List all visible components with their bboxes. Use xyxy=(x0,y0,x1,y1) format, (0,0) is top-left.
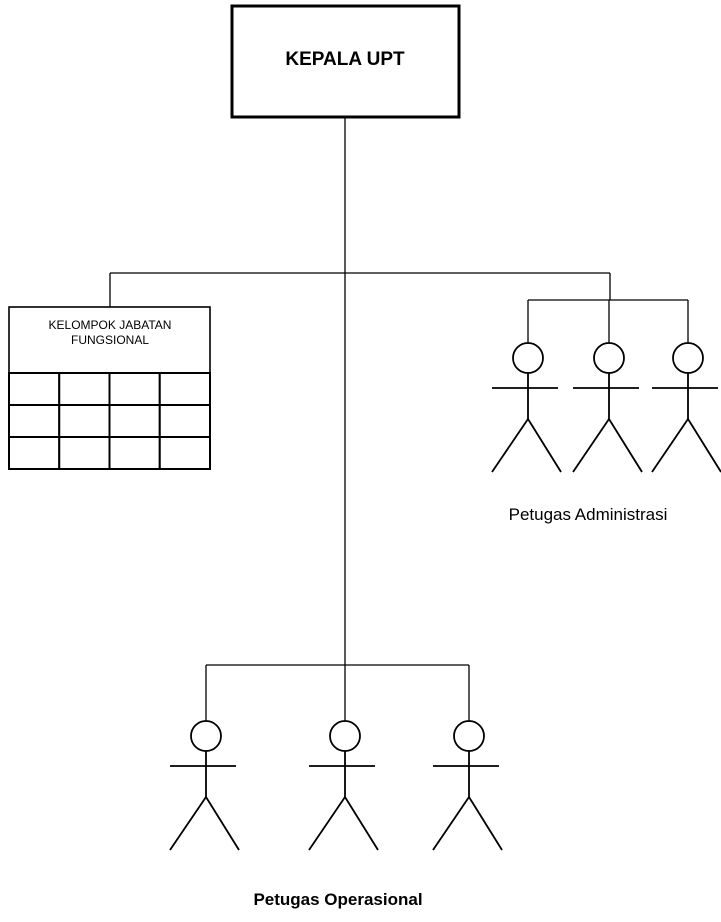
person-left-leg xyxy=(651,418,689,473)
grid-cell xyxy=(158,372,211,406)
functional-group-node: KELOMPOK JABATAN FUNGSIONAL xyxy=(8,306,211,470)
grid-cell xyxy=(108,404,161,438)
head-title: KEPALA UPT xyxy=(285,49,405,70)
ops-group-label: Petugas Operasional xyxy=(253,890,422,909)
connectors xyxy=(109,117,689,721)
person-icon xyxy=(491,342,562,473)
person-right-leg xyxy=(468,796,503,851)
grid-cell xyxy=(58,404,111,438)
person-left-leg xyxy=(491,418,529,473)
person-icon xyxy=(169,720,240,851)
head-box xyxy=(230,4,461,119)
person-icon xyxy=(572,342,643,473)
person-right-leg xyxy=(687,418,721,473)
person-right-leg xyxy=(527,418,562,473)
person-head xyxy=(512,342,544,374)
ops-staff-figures xyxy=(169,720,503,851)
person-head xyxy=(593,342,625,374)
person-left-leg xyxy=(169,796,207,851)
person-head xyxy=(329,720,361,752)
admin-group-label: Petugas Administrasi xyxy=(509,505,668,524)
person-right-leg xyxy=(344,796,379,851)
person-icon xyxy=(651,342,721,473)
person-left-leg xyxy=(308,796,346,851)
grid-cell xyxy=(108,436,161,470)
person-head xyxy=(672,342,704,374)
grid-cell xyxy=(158,404,211,438)
person-icon xyxy=(432,720,503,851)
grid-cell xyxy=(8,404,61,438)
functional-group-title-line1: KELOMPOK JABATAN xyxy=(49,318,172,332)
head-node: KEPALA UPT xyxy=(230,4,461,119)
person-head xyxy=(190,720,222,752)
person-right-leg xyxy=(608,418,643,473)
person-left-leg xyxy=(432,796,470,851)
person-icon xyxy=(308,720,379,851)
functional-group-grid xyxy=(8,372,211,470)
person-head xyxy=(453,720,485,752)
grid-cell xyxy=(8,436,61,470)
grid-cell xyxy=(158,436,211,470)
grid-cell xyxy=(8,372,61,406)
grid-cell xyxy=(58,436,111,470)
person-right-leg xyxy=(205,796,240,851)
admin-staff-figures xyxy=(491,342,721,473)
functional-group-title-line2: FUNGSIONAL xyxy=(71,333,149,347)
grid-cell xyxy=(58,372,111,406)
grid-cell xyxy=(108,372,161,406)
person-left-leg xyxy=(572,418,610,473)
